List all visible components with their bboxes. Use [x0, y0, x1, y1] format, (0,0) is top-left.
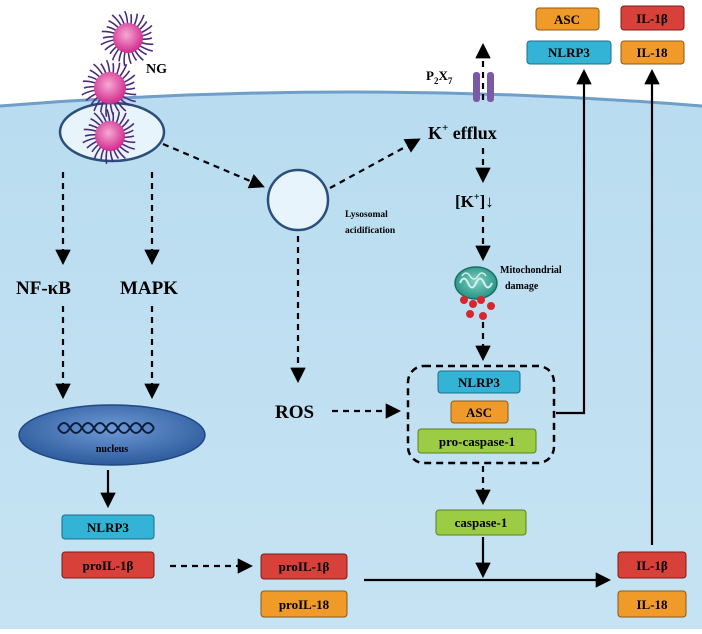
nfkb-label: NF-κB: [16, 278, 71, 299]
inflammasome-complex: [406, 364, 556, 465]
arrow-vesicle-to-lysosome: [162, 142, 265, 189]
nucleus-label: nucleus: [96, 444, 128, 455]
box-out-il1b: IL-1β: [617, 551, 687, 579]
svg-text:IL-1β: IL-1β: [636, 558, 668, 573]
arrow-lysosome-to-kefflux: [329, 138, 421, 189]
svg-text:IL-18: IL-18: [636, 597, 668, 612]
nucleus-icon: [18, 404, 206, 466]
ng-particle-icon: [82, 108, 136, 164]
box-mid-proil1b: proIL-1β: [260, 553, 348, 580]
k-decrease-label: [K+]↓: [455, 192, 494, 211]
ros-label: ROS: [275, 402, 314, 423]
box-top-il1b: IL-1β: [620, 5, 685, 31]
arrow-complex-to-top-nlrp3: [556, 68, 592, 415]
box-complex-nlrp3: NLRP3: [437, 370, 521, 394]
svg-text:NLRP3: NLRP3: [458, 375, 500, 390]
lysosomal-label-1: Lysosomal: [345, 210, 388, 220]
svg-text:pro-caspase-1: pro-caspase-1: [439, 434, 515, 449]
svg-text:NLRP3: NLRP3: [87, 520, 129, 535]
lysosome: [266, 168, 330, 232]
box-left-proil1b: proIL-1β: [61, 551, 155, 579]
svg-text:proIL-1β: proIL-1β: [83, 558, 134, 573]
box-complex-asc: ASC: [450, 400, 509, 424]
box-left-nlrp3: NLRP3: [61, 514, 155, 540]
svg-text:NLRP3: NLRP3: [548, 45, 590, 60]
svg-text:proIL-18: proIL-18: [279, 597, 330, 612]
svg-text:IL-18: IL-18: [636, 45, 668, 60]
k-efflux-label: K+ efflux: [428, 122, 497, 143]
ng-particle-icon: [100, 10, 154, 66]
p2x7-channel-left: [473, 72, 480, 102]
svg-text:ASC: ASC: [466, 405, 492, 420]
svg-text:IL-1β: IL-1β: [636, 11, 668, 26]
box-top-nlrp3: NLRP3: [526, 40, 612, 65]
mitochondrion-icon: [454, 266, 498, 320]
box-mid-proil18: proIL-18: [260, 590, 348, 618]
svg-text:ASC: ASC: [554, 12, 580, 27]
box-top-asc: ASC: [535, 7, 600, 31]
ng-label: NG: [146, 62, 167, 77]
lysosomal-label-2: acidification: [345, 226, 396, 236]
box-caspase1: caspase-1: [435, 509, 527, 536]
p2x7-channel-right: [487, 72, 494, 102]
mapk-label: MAPK: [120, 278, 178, 299]
p2x7-label: P2X7: [426, 68, 453, 86]
box-top-il18: IL-18: [620, 40, 685, 65]
box-out-il18: IL-18: [617, 590, 687, 618]
cell-cytoplasm: [0, 92, 702, 629]
mito-label-2: damage: [505, 281, 539, 292]
box-complex-procaspase: pro-caspase-1: [417, 428, 537, 454]
svg-text:proIL-1β: proIL-1β: [279, 559, 330, 574]
ng-particle-icon: [81, 59, 137, 117]
svg-text:caspase-1: caspase-1: [455, 515, 508, 530]
mito-label-1: Mitochondrial: [500, 265, 562, 276]
